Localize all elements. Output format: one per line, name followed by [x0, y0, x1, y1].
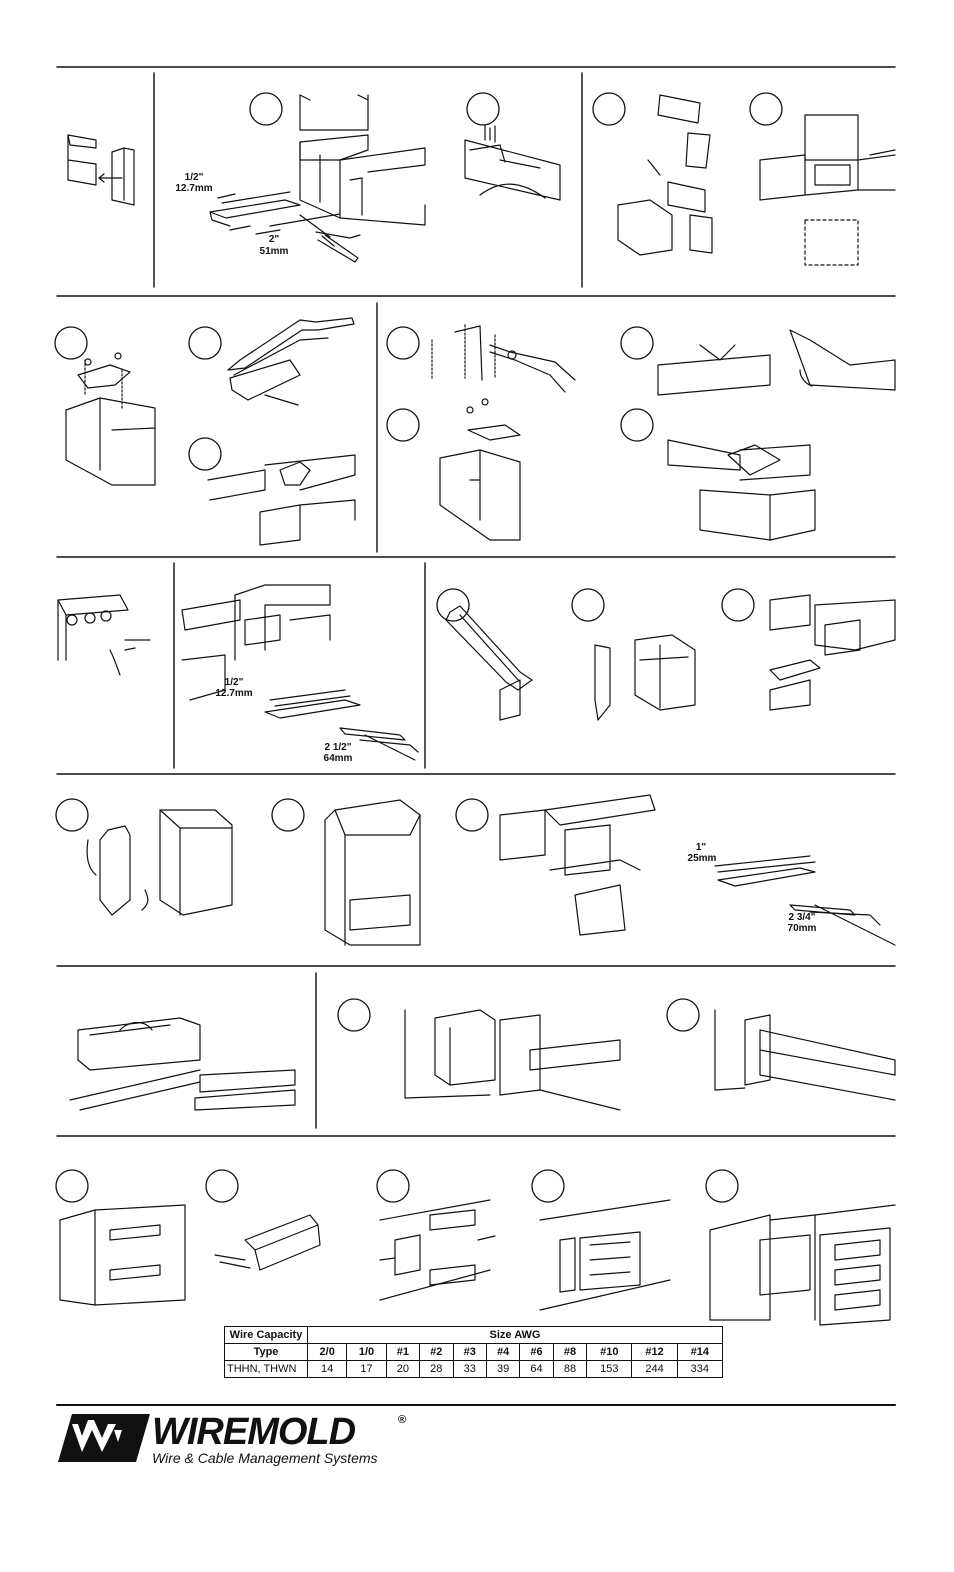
size-header: #8	[552, 1343, 588, 1361]
capacity-cell: 28	[419, 1360, 454, 1378]
table-header-row-1: Wire Capacity Size AWG	[224, 1326, 723, 1344]
registered-mark: ®	[398, 1414, 407, 1426]
table-row: THHN, THWN 14 17 20 28 33 39 64 88 153 2…	[224, 1360, 724, 1378]
capacity-cell: 14	[306, 1360, 348, 1378]
fig-6c-connector-install	[379, 1199, 496, 1301]
fig-2g-corner-joint	[667, 439, 816, 541]
size-header: 2/0	[306, 1343, 348, 1361]
step-circles	[54, 92, 783, 1203]
fig-3c-trim-base	[264, 689, 419, 761]
brand-tagline: Wire & Cable Management Systems	[152, 1450, 378, 1466]
wire-capacity-label: Wire Capacity	[224, 1326, 308, 1344]
fig-4a-fitting-rotate	[86, 809, 233, 916]
wire-capacity-table: Wire Capacity Size AWG Type 2/0 1/0 #1 #…	[224, 1326, 724, 1378]
fig-2a-elbow-cover	[65, 352, 156, 486]
dim-row4-inch-b: 2 3/4"	[788, 912, 816, 923]
fig-1d-wires	[464, 124, 561, 201]
fig-3b-tee-raceway	[181, 584, 331, 701]
fig-3a-device-box	[57, 594, 151, 676]
fig-6d-receptacles	[539, 1199, 671, 1311]
dim-row4-mm-a: 25mm	[687, 853, 717, 864]
capacity-cell: 153	[586, 1360, 633, 1378]
size-header: #1	[385, 1343, 421, 1361]
fig-1b-trim-base	[209, 191, 361, 263]
fig-2d-pliers	[431, 324, 576, 393]
dim-row3-mm-a: 12.7mm	[215, 688, 253, 699]
fig-3f-assembly	[769, 594, 896, 711]
capacity-cell: 334	[676, 1360, 724, 1378]
capacity-cell: 64	[519, 1360, 554, 1378]
fig-5a-raceway-cover	[69, 1017, 296, 1111]
fig-1f-cross-fitting	[759, 114, 896, 266]
size-header: #6	[519, 1343, 554, 1361]
size-header: 1/0	[346, 1343, 387, 1361]
fig-3e-fitting	[594, 634, 696, 721]
size-header: #2	[419, 1343, 454, 1361]
capacity-cell: 17	[346, 1360, 387, 1378]
fig-4b-assembled-fitting	[324, 799, 421, 946]
dim-row1-mm-b: 51mm	[259, 246, 289, 257]
fig-2e-corner-cover	[439, 398, 521, 541]
capacity-cell: 20	[385, 1360, 421, 1378]
fig-4d-trim-base	[714, 855, 896, 946]
fig-1a-raceway-joint	[67, 134, 135, 206]
size-header: #10	[586, 1343, 633, 1361]
size-awg-header: Size AWG	[307, 1326, 723, 1344]
capacity-cell: 39	[485, 1360, 521, 1378]
brand-name: WIREMOLD	[152, 1411, 356, 1453]
dim-row4-mm-b: 70mm	[787, 923, 817, 934]
wire-type-cell: THHN, THWN	[224, 1360, 308, 1378]
dim-row3-inch-b: 2 1/2"	[324, 742, 352, 753]
size-header: #4	[485, 1343, 521, 1361]
size-header: #12	[631, 1343, 678, 1361]
dim-row1-inch-b: 2"	[268, 234, 280, 245]
panel-dividers	[56, 66, 896, 1406]
fig-2c-elbow-assembly	[207, 454, 356, 546]
wiremold-logo-icon	[58, 1414, 150, 1462]
fig-1c-tee-raceway	[299, 94, 426, 226]
fig-6e-cover-plate	[709, 1204, 896, 1326]
fig-5c-installed-raceway	[714, 1009, 896, 1101]
capacity-cell: 88	[552, 1360, 588, 1378]
dim-row4-inch-a: 1"	[695, 842, 707, 853]
size-header: #14	[676, 1343, 724, 1361]
dim-row1-mm-a: 12.7mm	[175, 183, 213, 194]
fig-2f-miter-cut	[657, 329, 896, 396]
dim-row3-mm-b: 64mm	[323, 753, 353, 764]
fig-6b-connector	[214, 1214, 321, 1271]
size-header: #3	[452, 1343, 487, 1361]
table-header-row-2: Type 2/0 1/0 #1 #2 #3 #4 #6 #8 #10 #12 #…	[224, 1343, 724, 1361]
fig-4c-tee-raceway	[499, 794, 656, 936]
fig-2b-hacksaw	[227, 317, 355, 406]
dim-row3-inch-a: 1/2"	[224, 677, 244, 688]
fig-5b-wall-box	[404, 1009, 621, 1111]
type-header: Type	[224, 1343, 308, 1361]
dim-row1-inch-a: 1/2"	[184, 172, 204, 183]
fig-6a-cover-clip	[59, 1204, 186, 1306]
fig-1e-fitting-exploded	[617, 94, 713, 256]
capacity-cell: 33	[452, 1360, 487, 1378]
capacity-cell: 244	[631, 1360, 678, 1378]
fig-3d-hacksaw	[445, 605, 533, 721]
